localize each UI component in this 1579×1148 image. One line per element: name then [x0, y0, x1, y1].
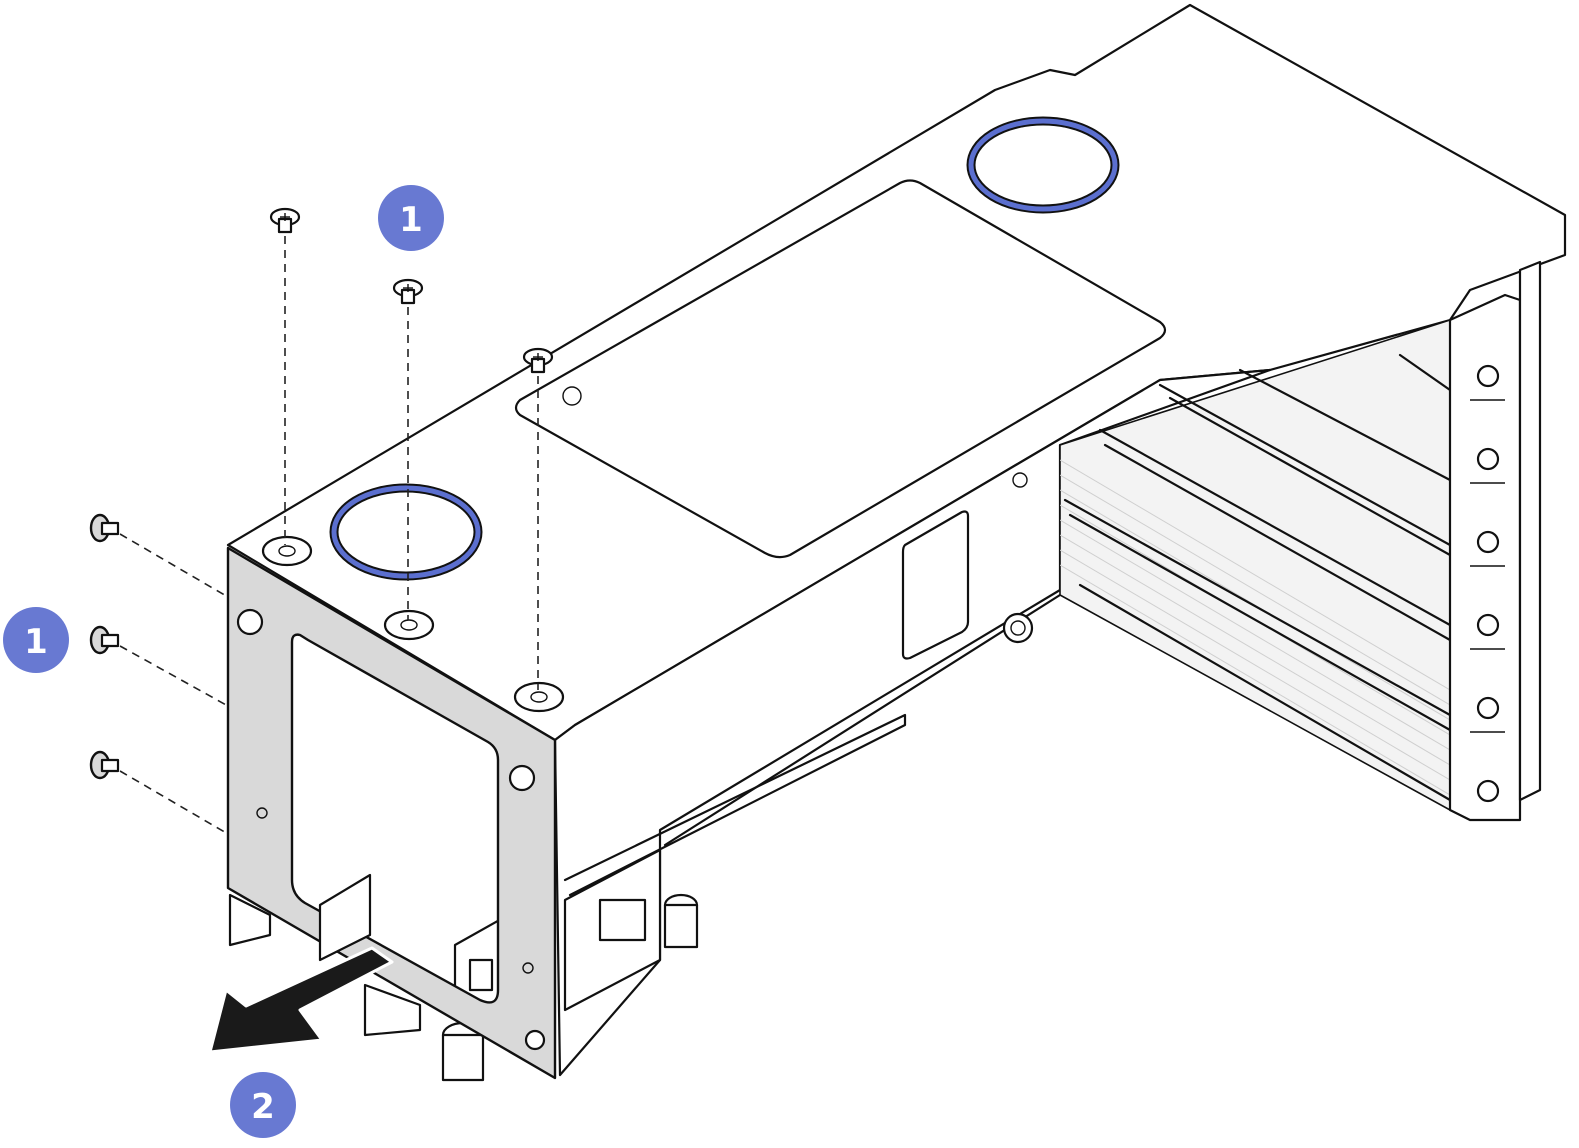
cage-ring-front [329, 483, 483, 581]
rear-thumbscrews [1476, 364, 1500, 803]
cage-standoff [1002, 612, 1034, 644]
svg-text:1: 1 [399, 200, 423, 240]
screw-icon [89, 625, 120, 655]
svg-text:1: 1 [24, 622, 48, 662]
screw-guide [119, 770, 229, 835]
slot-hatch [1060, 459, 1450, 796]
screw-guide [119, 645, 229, 707]
removal-arrow-icon [208, 946, 394, 1054]
screw-icon [89, 513, 120, 543]
cage-label-plate [514, 179, 1167, 559]
cage-bottom-rail [563, 713, 907, 897]
cage-lower-rail [663, 593, 1062, 847]
callout-step-1-top: 1 [378, 185, 444, 251]
callout-step-1-left: 1 [3, 607, 69, 673]
cage-plate-hole [562, 386, 582, 406]
pcie-slots [1059, 318, 1452, 812]
screw-icon [269, 207, 301, 234]
front-bracket [226, 546, 557, 1080]
top-screw-bosses [261, 535, 565, 713]
front-bracket-standoff-left [236, 608, 264, 636]
front-bracket-standoff-right [508, 764, 536, 792]
cage-ring-rear [966, 116, 1120, 214]
svg-text:2: 2 [251, 1087, 275, 1127]
front-bracket-tab [318, 873, 372, 962]
rear-bracket-column [1448, 260, 1542, 822]
screw-icon [89, 750, 120, 780]
cage-side-window [901, 510, 970, 660]
front-bracket-plate [226, 546, 557, 1080]
callout-step-2: 2 [230, 1072, 296, 1138]
screw-icon [392, 278, 424, 305]
riser-cage [226, 3, 1567, 1082]
screw-icon [522, 347, 554, 374]
bottom-connector [228, 848, 699, 1082]
screw-guide [119, 533, 229, 598]
